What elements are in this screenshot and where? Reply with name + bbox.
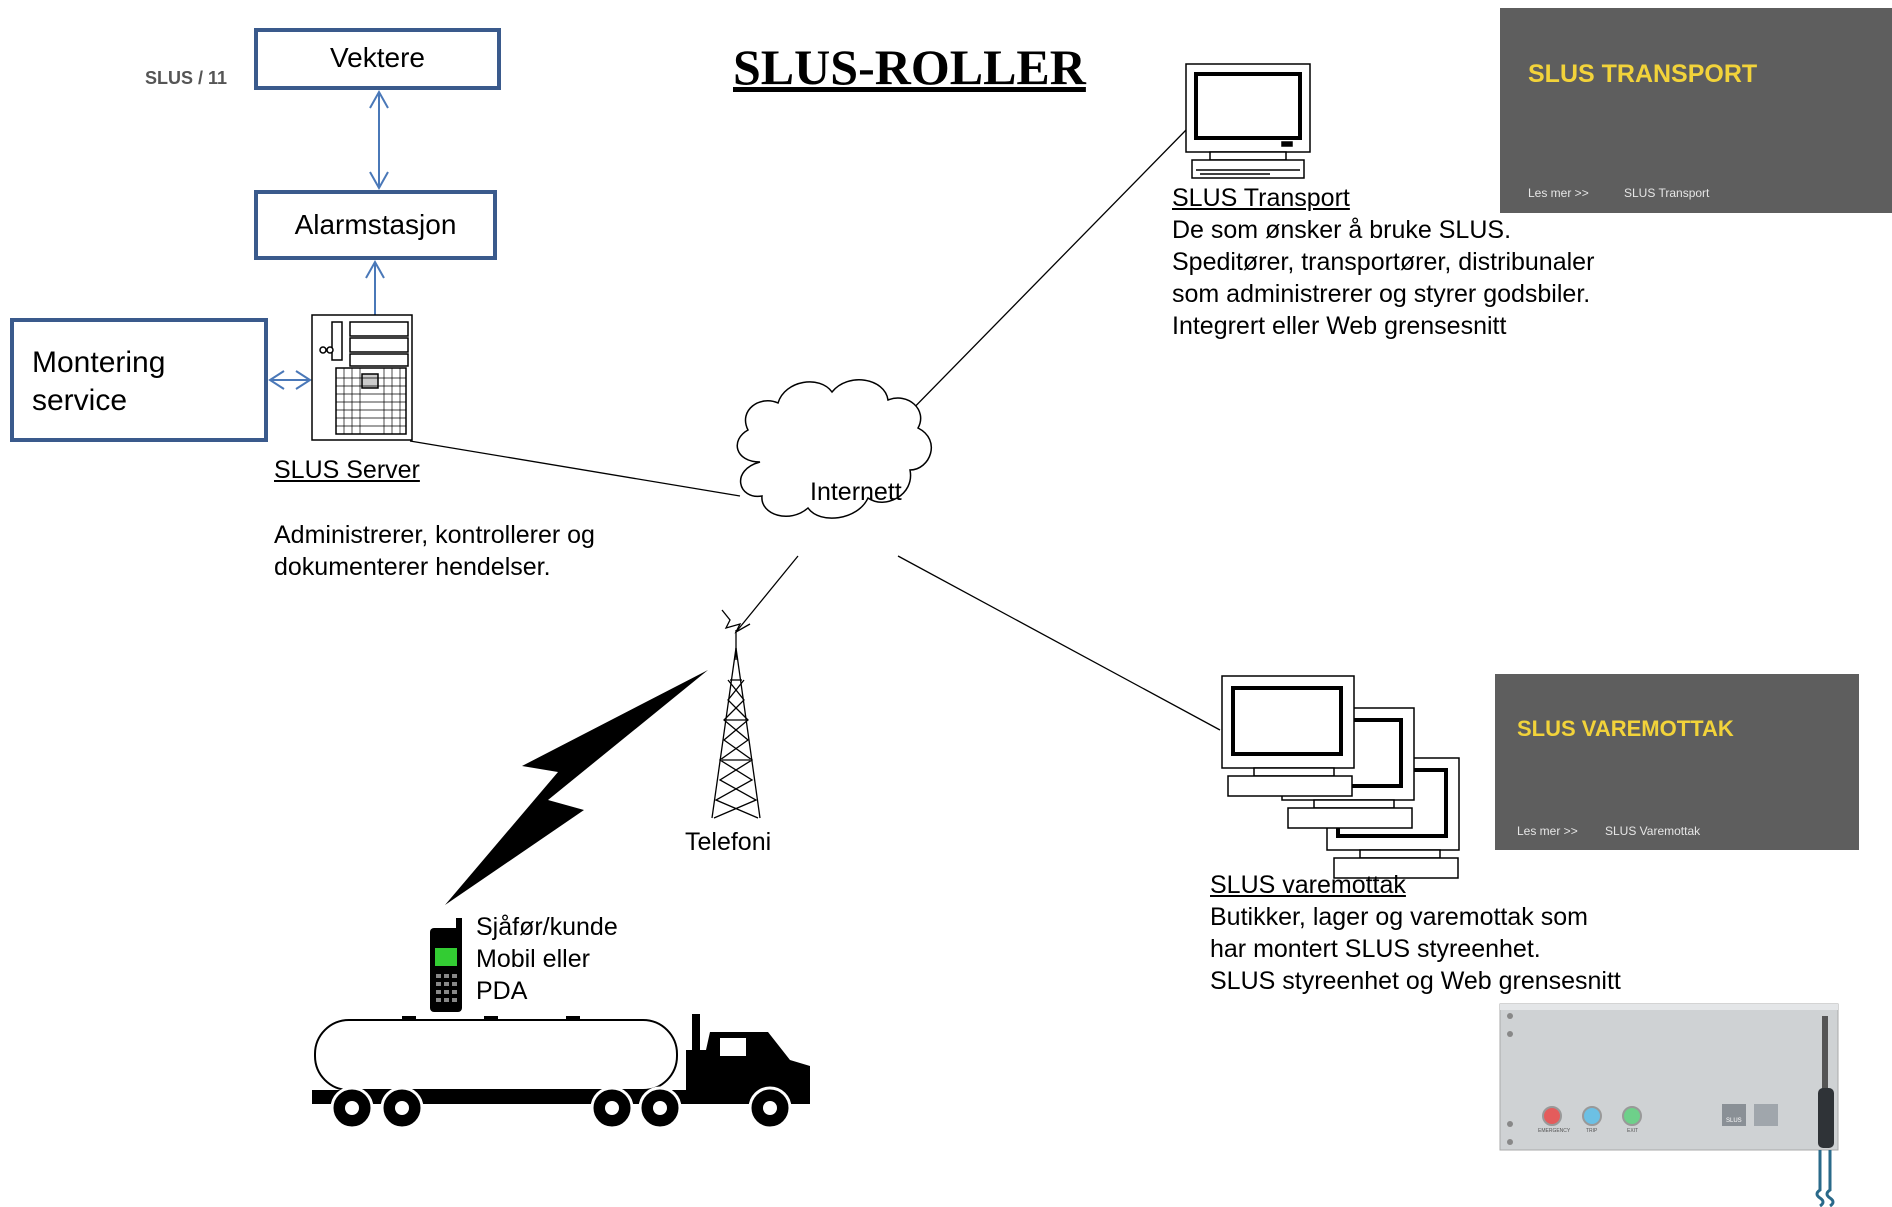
montering-label-line2: service — [32, 384, 128, 417]
server-desc-line1: Administrerer, kontrollerer og — [274, 521, 595, 549]
vektere-alarm-arrow — [369, 89, 389, 191]
transport-panel-title: SLUS TRANSPORT — [1528, 60, 1758, 88]
mobile-phone-icon — [430, 918, 462, 1012]
telephony-tower-icon — [711, 609, 761, 819]
driver-line2: Mobil eller — [476, 945, 590, 973]
varemottak-panel[interactable]: SLUS VAREMOTTAK Les mer >> SLUS Varemott… — [1495, 674, 1859, 850]
tanker-truck-icon — [312, 1014, 810, 1130]
wireless-signal-icon — [445, 670, 708, 905]
server-desc-line2: dokumenterer hendelser. — [274, 553, 551, 581]
device-button1-label: EMERGENCY — [1538, 1128, 1571, 1134]
montering-server-arrow — [268, 370, 312, 390]
varemottak-label: SLUS varemottak — [1210, 871, 1406, 899]
transport-panel-link[interactable]: SLUS Transport — [1624, 186, 1710, 200]
alarmstasjon-label: Alarmstasjon — [294, 209, 457, 240]
page-label: SLUS / 11 — [145, 68, 228, 88]
varemottak-panel-link[interactable]: SLUS Varemottak — [1605, 824, 1701, 838]
control-unit-device-icon — [1499, 1003, 1839, 1207]
montering-box: Montering service — [10, 318, 268, 442]
device-button2-label: TRIP — [1586, 1128, 1598, 1134]
varemottak-desc-line3: SLUS styreenhet og Web grensesnitt — [1210, 967, 1621, 995]
varemottak-desc-line2: har montert SLUS styreenhet. — [1210, 935, 1541, 963]
page-title: SLUS-ROLLER — [733, 39, 1086, 95]
internet-cloud-icon — [736, 379, 932, 519]
alarmstasjon-box: Alarmstasjon — [254, 190, 497, 260]
varemottak-panel-readmore-link[interactable]: Les mer >> — [1517, 824, 1578, 838]
internet-tower-line — [735, 555, 799, 633]
server-icon — [311, 314, 413, 441]
transport-desc-line2: Speditører, transportører, distribunaler — [1172, 248, 1595, 276]
device-logo: SLUS — [1726, 1118, 1742, 1124]
internet-label: Internett — [810, 478, 902, 506]
varemottak-desc-line1: Butikker, lager og varemottak som — [1210, 903, 1588, 931]
transport-panel[interactable]: SLUS TRANSPORT Les mer >> SLUS Transport — [1500, 8, 1892, 213]
vektere-label: Vektere — [330, 42, 425, 73]
montering-label-line1: Montering — [32, 346, 166, 379]
server-internet-line — [409, 440, 741, 497]
vektere-box: Vektere — [254, 28, 501, 90]
varemottak-panel-title: SLUS VAREMOTTAK — [1517, 716, 1734, 741]
transport-computer-icon — [1185, 63, 1311, 179]
server-label: SLUS Server — [274, 456, 420, 484]
transport-label: SLUS Transport — [1172, 184, 1350, 212]
transport-panel-readmore-link[interactable]: Les mer >> — [1528, 186, 1589, 200]
internet-transport-line — [897, 127, 1189, 425]
internet-varemottak-line — [897, 555, 1221, 731]
telephony-label: Telefoni — [685, 828, 772, 856]
device-button3-label: EXIT — [1627, 1128, 1639, 1134]
driver-line1: Sjåfør/kunde — [476, 913, 618, 941]
driver-line3: PDA — [476, 977, 528, 1005]
transport-desc-line3: som administrerer og styrer godsbiler. — [1172, 280, 1591, 308]
transport-desc-line4: Integrert eller Web grensesnitt — [1172, 312, 1507, 340]
varemottak-computers-icon — [1221, 675, 1460, 879]
transport-desc-line1: De som ønsker å bruke SLUS. — [1172, 216, 1512, 244]
